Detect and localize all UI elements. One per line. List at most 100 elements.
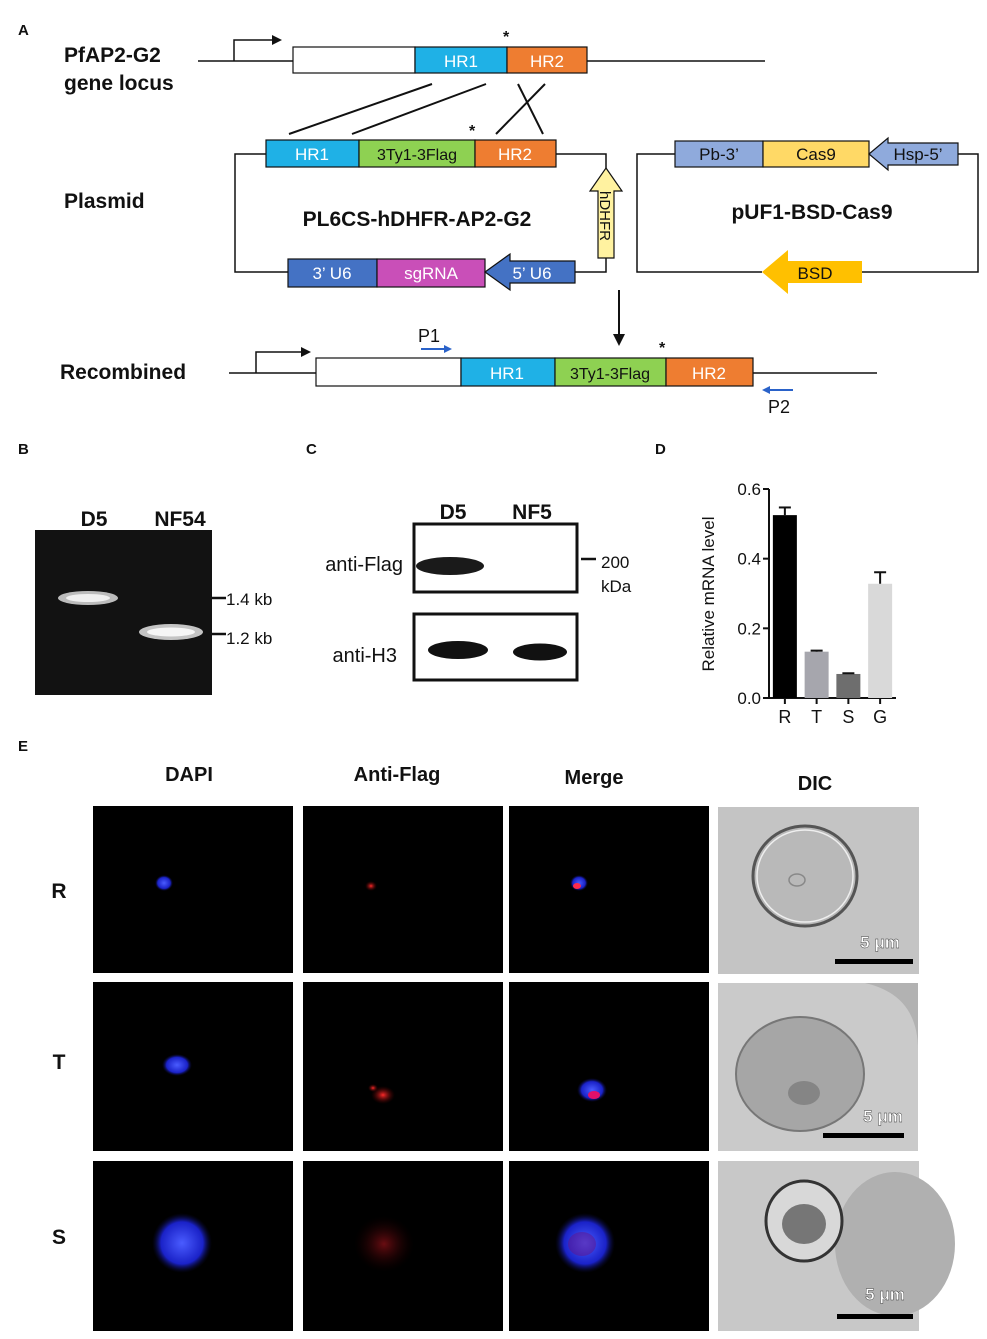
plasmid1-backbone-right-top <box>556 153 607 168</box>
locus-asterisk: * <box>503 29 510 46</box>
t-dic-cell <box>735 1016 865 1132</box>
row-label-s: S <box>52 1226 66 1249</box>
cas9-label: Cas9 <box>796 145 836 164</box>
col-header-anti-flag: Anti-Flag <box>354 764 441 786</box>
recombined-hr2-box <box>665 357 754 387</box>
r-scale-bar <box>835 959 913 964</box>
wb-flag-band-d5 <box>416 557 484 575</box>
y-tick-label: 0.4 <box>737 550 761 569</box>
hdhfr-arrow <box>588 166 624 259</box>
plasmid2-backbone-right <box>862 153 979 273</box>
panel-b-label: B <box>18 441 29 458</box>
t-scale-bar <box>823 1133 904 1138</box>
locus-promoter-arrow <box>233 39 272 61</box>
s-dic-neighbor-cell <box>835 1172 955 1316</box>
x-tick-label-R: R <box>778 707 791 727</box>
plasmid-tag-label: 3Ty1-3Flag <box>377 147 457 164</box>
t-flag-signal-2 <box>368 1084 378 1092</box>
s-scale-bar <box>837 1314 913 1319</box>
micrograph-r-dapi <box>93 806 293 973</box>
locus-gene-box <box>292 46 416 74</box>
recombined-promoter-arrowhead <box>301 347 311 357</box>
bar-G <box>868 583 893 698</box>
panel-b: B D5 NF54 1.4 kb 1.2 kb <box>18 441 272 695</box>
wb-row1-label: anti-Flag <box>325 554 403 576</box>
recombination-arrowhead <box>613 334 625 346</box>
s-merge-red <box>568 1232 596 1256</box>
wb-size-unit: kDa <box>601 577 632 596</box>
locus-promoter-arrowhead <box>272 35 282 45</box>
crossover-line <box>351 83 487 135</box>
s-scale-label: 5 μm <box>865 1285 905 1304</box>
micrograph-t-flag <box>303 982 503 1151</box>
wb-row2-label: anti-H3 <box>333 645 397 667</box>
y-tick-label: 0.0 <box>737 689 761 708</box>
sgrna-box <box>376 258 486 288</box>
plasmid-hr1-label: HR1 <box>295 145 329 164</box>
recombined-tag-label: 3Ty1-3Flag <box>570 366 650 383</box>
panel-c-label: C <box>306 441 317 458</box>
micrograph-t-dapi <box>93 982 293 1151</box>
primer-p2-label: P2 <box>768 397 790 417</box>
plasmid-asterisk: * <box>469 123 476 140</box>
panel-e: E DAPI Anti-Flag Merge DIC R T S 5 μm <box>18 738 955 1331</box>
marker-2-label: 1.2 kb <box>226 629 272 648</box>
micrograph-t-merge <box>509 982 709 1151</box>
r-merge-red <box>573 883 581 889</box>
s-dapi-signal <box>152 1213 212 1273</box>
hdhfr-label: hDHFR <box>596 191 613 241</box>
bar-T <box>804 651 829 698</box>
t-dic-neighbor-cell <box>865 983 918 1050</box>
plasmid-hr1-box <box>265 139 360 168</box>
panel-d-label: D <box>655 441 666 458</box>
x-tick-label-G: G <box>873 707 887 727</box>
plasmid-label: Plasmid <box>64 190 145 213</box>
u6-3-label: 3’ U6 <box>312 264 351 283</box>
locus-hr1-label: HR1 <box>444 52 478 71</box>
gel-image <box>35 530 212 695</box>
recombined-label: Recombined <box>60 361 186 384</box>
s-flag-signal <box>354 1216 414 1272</box>
wb-h3-band-nf5 <box>513 643 567 661</box>
panel-a-label: A <box>18 22 29 39</box>
x-tick-label-S: S <box>842 707 854 727</box>
bar-S <box>836 673 861 698</box>
hsp5-arrow <box>868 136 959 172</box>
r-dic-cell-halo <box>756 829 854 923</box>
r-dic-cell <box>751 824 859 928</box>
crossover-line <box>495 83 546 135</box>
plasmid-hr2-label: HR2 <box>498 145 532 164</box>
wb-h3-band-d5 <box>428 641 488 659</box>
panel-c: C D5 NF5 anti-Flag 200 kDa anti-H3 <box>306 441 632 682</box>
primer-p2-arrowhead <box>762 386 770 394</box>
r-merge-blue <box>570 875 588 891</box>
crossover-line <box>517 83 544 135</box>
y-tick-label: 0.6 <box>737 480 761 499</box>
col-header-merge: Merge <box>565 767 624 789</box>
bsd-label: BSD <box>798 264 833 283</box>
plasmid-hr2-box <box>474 139 557 168</box>
row-label-r: R <box>51 880 66 903</box>
locus-hr2-label: HR2 <box>530 52 564 71</box>
micrograph-r-flag <box>303 806 503 973</box>
pb3-label: Pb-3’ <box>699 145 739 164</box>
primer-p1-arrowhead <box>444 345 452 353</box>
u6-3-box <box>287 258 378 288</box>
r-scale-label: 5 μm <box>860 933 900 952</box>
recombined-tag-box <box>554 357 667 387</box>
wb-lane2-label: NF5 <box>512 501 552 524</box>
y-tick-label: 0.2 <box>737 619 761 638</box>
recombined-hr2-label: HR2 <box>692 364 726 383</box>
u6-5-label: 5’ U6 <box>512 264 551 283</box>
gel-band-d5-core <box>66 594 110 602</box>
hsp5-label: Hsp-5’ <box>893 145 942 164</box>
micrograph-r-merge <box>509 806 709 973</box>
y-axis-title: Relative mRNA level <box>699 517 718 672</box>
col-header-dic: DIC <box>798 773 832 795</box>
t-scale-label: 5 μm <box>863 1107 903 1126</box>
crossover-line <box>288 83 433 135</box>
plasmid-tag-box <box>358 139 476 168</box>
plasmid2-name: pUF1-BSD-Cas9 <box>731 201 892 224</box>
plasmid1-name: PL6CS-hDHFR-AP2-G2 <box>303 208 532 231</box>
gel-band-nf54-core <box>147 627 195 637</box>
